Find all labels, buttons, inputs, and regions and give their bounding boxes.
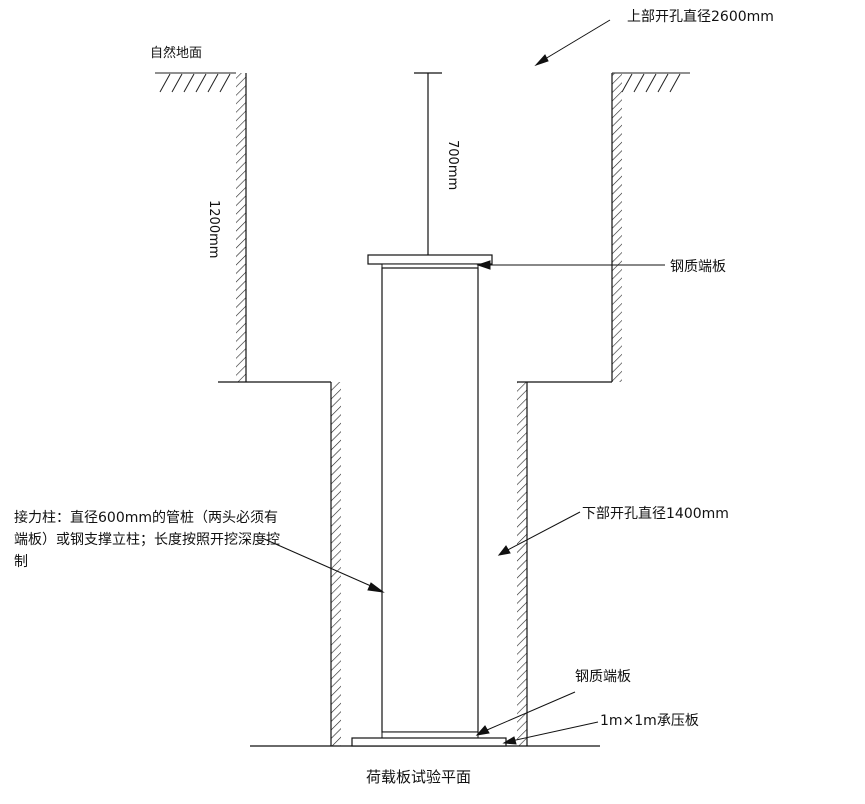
upper-wall-right-hatch bbox=[612, 73, 622, 382]
label-test-level: 荷载板试验平面 bbox=[366, 768, 472, 786]
label-bearing-plate: 1m×1m承压板 bbox=[600, 713, 699, 729]
top-end-plate bbox=[367, 254, 493, 265]
label-depth-1200: 1200mm bbox=[206, 200, 221, 259]
ground-hatch-right bbox=[612, 72, 690, 93]
label-steel-end-plate-bottom: 钢质端板 bbox=[575, 669, 631, 685]
leaders bbox=[261, 19, 665, 745]
lower-wall-left-hatch bbox=[331, 382, 341, 746]
label-natural-ground: 自然地面 bbox=[150, 46, 203, 61]
label-upper-hole: 上部开孔直径2600mm bbox=[627, 9, 774, 25]
support-column bbox=[381, 267, 479, 733]
ground-hatch-left bbox=[155, 72, 236, 93]
label-steel-end-plate-top: 钢质端板 bbox=[670, 259, 726, 275]
bottom-end-plate bbox=[381, 731, 479, 739]
label-lower-hole: 下部开孔直径1400mm bbox=[582, 506, 729, 522]
label-support-column: 接力柱：直径600mm的管桩（两头必须有端板）或钢支撑立柱；长度按照开挖深度控制 bbox=[14, 510, 280, 570]
label-dim-700: 700mm bbox=[445, 140, 460, 191]
upper-wall-left-hatch bbox=[236, 73, 246, 382]
bearing-plate bbox=[351, 737, 507, 747]
lower-wall-right-hatch bbox=[517, 382, 527, 746]
